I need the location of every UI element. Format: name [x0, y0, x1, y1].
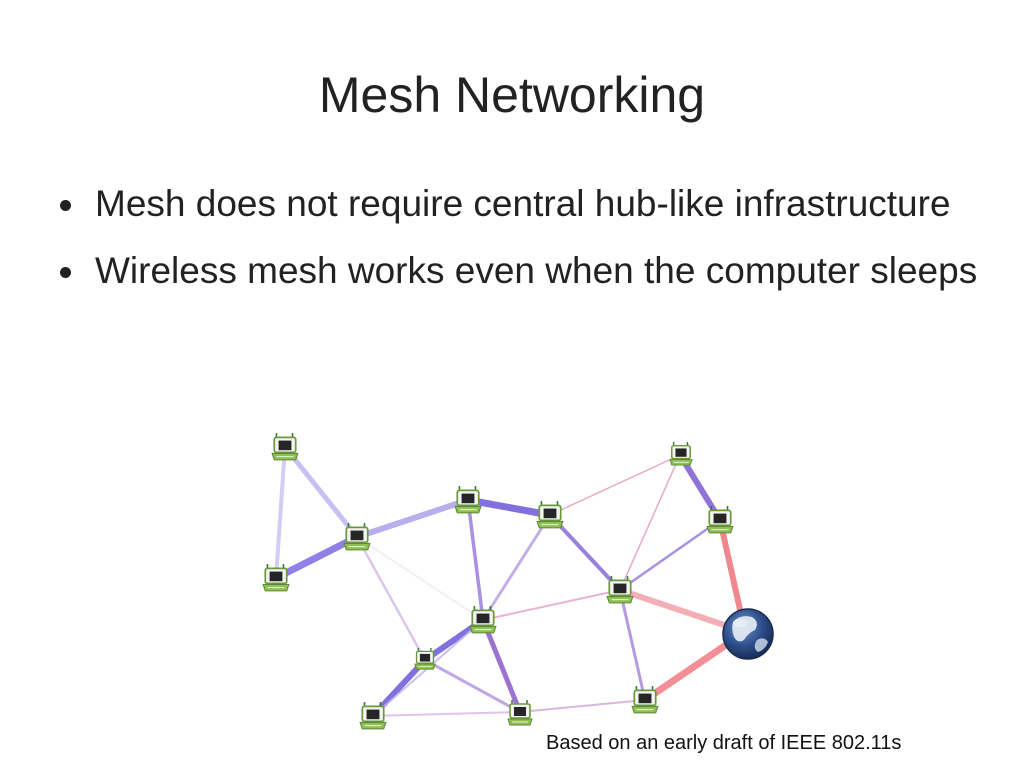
mesh-link: [356, 497, 469, 540]
laptop-icon: [343, 522, 371, 551]
mesh-link: [619, 454, 681, 591]
laptop-icon: [414, 647, 436, 670]
laptop-icon: [262, 563, 290, 592]
mesh-link: [481, 514, 552, 621]
mesh-link: [283, 445, 359, 539]
mesh-link: [618, 589, 647, 701]
laptop-icon: [507, 699, 533, 726]
bullet-list: Mesh does not require central hub-like i…: [58, 182, 998, 316]
caption: Based on an early draft of IEEE 802.11s: [546, 732, 902, 754]
laptop-icon: [469, 605, 497, 634]
mesh-link: [424, 658, 521, 714]
laptop-icon: [271, 432, 299, 461]
mesh-link: [677, 453, 723, 522]
laptop-icon: [454, 485, 482, 514]
bullet-item: Mesh does not require central hub-like i…: [58, 182, 998, 226]
bullet-text: Wireless mesh works even when the comput…: [95, 250, 978, 291]
laptop-icon: [536, 500, 564, 529]
laptop-icon: [631, 685, 659, 714]
mesh-link: [549, 454, 681, 516]
mesh-link: [274, 446, 287, 579]
laptop-icon: [706, 505, 734, 534]
bullet-text: Mesh does not require central hub-like i…: [95, 183, 951, 224]
mesh-links: [274, 445, 748, 719]
mesh-link: [519, 699, 646, 713]
mesh-link: [548, 513, 622, 592]
mesh-link: [274, 533, 359, 582]
mesh-link: [482, 589, 621, 621]
globe-icon: [722, 608, 774, 660]
mesh-link: [355, 536, 427, 661]
slide-title: Mesh Networking: [318, 67, 706, 123]
bullet-item: Wireless mesh works even when the comput…: [58, 249, 998, 293]
bullet-dot-icon: [60, 200, 71, 211]
mesh-link: [619, 518, 721, 592]
mesh-link: [480, 619, 523, 713]
mesh-link: [466, 499, 485, 621]
laptop-icon: [606, 575, 634, 604]
laptop-icon: [669, 441, 693, 466]
mesh-link: [356, 536, 484, 621]
bullet-dot-icon: [60, 267, 71, 278]
laptop-icon: [359, 701, 387, 730]
mesh-link: [372, 711, 521, 717]
mesh-link: [467, 496, 551, 519]
